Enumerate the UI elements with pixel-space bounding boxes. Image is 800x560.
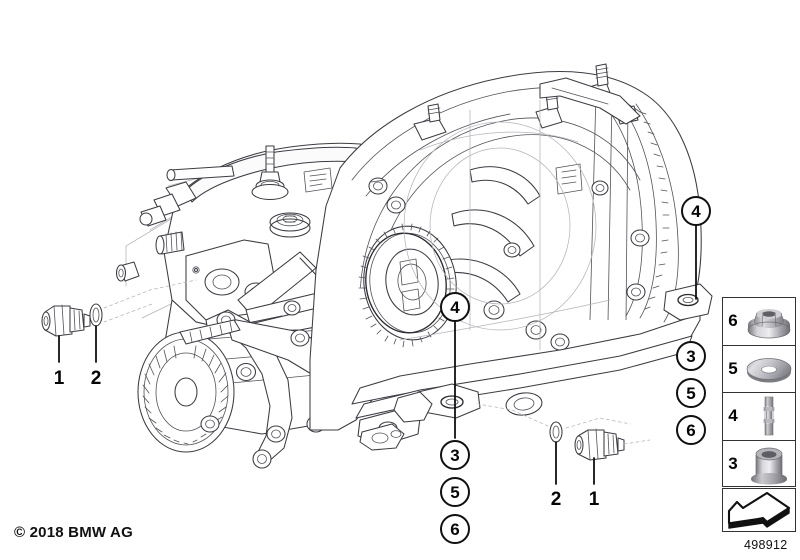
- bolt-lower-left: [115, 261, 140, 282]
- forward-direction-arrow-icon: [727, 491, 791, 529]
- legend-item-stud-bolt[interactable]: 4: [723, 393, 795, 441]
- cast-marking: [303, 163, 583, 195]
- assembly-path-left: [103, 279, 197, 323]
- assembly-path-bottom: [477, 403, 651, 445]
- callout-4-center[interactable]: 4: [440, 292, 470, 322]
- legend-item-bushing[interactable]: 3: [723, 441, 795, 489]
- callout-4-top-right[interactable]: 4: [681, 196, 711, 226]
- copyright-notice: © 2018 BMW AG: [14, 524, 133, 541]
- callout-label: 3: [686, 346, 696, 366]
- callout-label: 3: [450, 445, 460, 465]
- label-1-left[interactable]: 1: [53, 368, 65, 389]
- callout-label: 4: [691, 201, 701, 221]
- callout-5-bottom[interactable]: 5: [440, 477, 470, 507]
- callout-6-right[interactable]: 6: [676, 415, 706, 445]
- cover-bolts: [368, 177, 650, 351]
- part-plug-left: [41, 304, 91, 337]
- direction-arrow-box: [722, 488, 796, 532]
- callout-leaders: [58, 225, 697, 485]
- washer-icon: [743, 346, 795, 393]
- part-plug-bottom: [574, 428, 625, 461]
- breather-stud: [251, 145, 289, 201]
- part-sealring-left: [89, 303, 103, 327]
- callout-3-bottom[interactable]: 3: [440, 440, 470, 470]
- mount-boss-center: [417, 383, 481, 419]
- callout-3-right[interactable]: 3: [676, 341, 706, 371]
- callout-label: 4: [450, 297, 460, 317]
- legend-item-washer[interactable]: 5: [723, 346, 795, 393]
- flange-nut-icon: [743, 298, 795, 345]
- callout-6-bottom[interactable]: 6: [440, 514, 470, 544]
- legend-panel: 6: [722, 297, 796, 487]
- callout-label: 6: [450, 519, 460, 539]
- mount-boss-right: [663, 283, 713, 321]
- label-1-bottom[interactable]: 1: [588, 489, 600, 510]
- legend-number: 5: [728, 358, 738, 378]
- label-2-left[interactable]: 2: [90, 368, 102, 389]
- callout-5-right[interactable]: 5: [676, 378, 706, 408]
- callout-label: 5: [686, 383, 696, 403]
- legend-number: 3: [728, 454, 738, 474]
- callout-label: 5: [450, 482, 460, 502]
- plug-boss-bottom: [359, 423, 405, 451]
- callout-label: 6: [686, 420, 696, 440]
- part-number-label: 498912: [744, 538, 788, 552]
- output-flange: [358, 223, 457, 348]
- label-2-bottom[interactable]: 2: [550, 489, 562, 510]
- tone-ring: [358, 223, 455, 348]
- legend-number: 6: [728, 311, 738, 331]
- differential-housing: [303, 63, 713, 451]
- splined-shaft: [155, 231, 185, 255]
- legend-number: 4: [728, 406, 738, 426]
- legend-item-flange-nut[interactable]: 6: [723, 298, 795, 346]
- cover-cap: [269, 212, 311, 238]
- part-sealring-bottom: [549, 421, 563, 443]
- bushing-icon: [743, 441, 795, 489]
- stud-bolt-icon: [743, 393, 795, 440]
- front-housing-section: [115, 142, 379, 469]
